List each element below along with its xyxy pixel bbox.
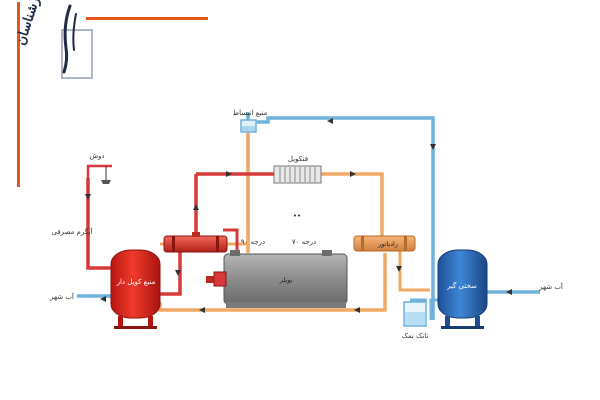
expansion-tank-label: منبع انبساط [233, 109, 268, 117]
main-return-pipe [158, 253, 387, 312]
logo-orange-vertical-bar [17, 2, 20, 187]
salt-tank-label: تانک نمک [402, 332, 429, 340]
burner-icon [213, 271, 227, 287]
fan-coil-fins [279, 167, 316, 182]
boiler-label: بویلر [279, 276, 293, 284]
hot-water-tank-label: منبع کویل دار [116, 278, 156, 286]
logo: کارشناسان [14, 0, 208, 187]
city-water-right-label: آب شهر [538, 282, 564, 291]
small-mark: •• [293, 212, 301, 220]
arrow-icon [396, 266, 402, 272]
arrow-icon [430, 144, 436, 150]
logo-pen-stroke-icon [62, 4, 72, 74]
softener-tank: سختی گیر [437, 249, 488, 329]
flow-arrows [85, 118, 512, 313]
arrow-icon [327, 118, 333, 124]
hot-water-tank: منبع کویل دار [110, 249, 161, 329]
arrow-icon [350, 171, 356, 177]
hot-water-consumer-label: آبگرم مصرفی [51, 227, 93, 236]
logo-pen-nib-icon [72, 13, 77, 51]
fan-coil: فنکویل [273, 155, 322, 184]
radiator: رادیاتور [353, 235, 416, 252]
arrow-icon [85, 194, 91, 200]
fan-coil-label: فنکویل [288, 155, 308, 163]
temp-90-label: ۹۰ درجه [241, 238, 265, 246]
shower-pipe [86, 164, 112, 178]
fancoil-return-pipe [321, 172, 384, 238]
arrow-icon [354, 307, 360, 313]
boiler-supply-pipe [223, 228, 239, 250]
softener-label: سختی گیر [446, 281, 477, 290]
shower-label: دوش [89, 152, 104, 160]
arrow-icon [100, 296, 106, 302]
boiler: بویلر [206, 250, 348, 308]
logo-orange-horizontal-bar [86, 17, 208, 20]
arrow-icon [199, 307, 205, 313]
city-water-left-label: آب شهر [49, 292, 75, 301]
arrow-icon [226, 171, 232, 177]
radiator-label: رادیاتور [377, 240, 398, 248]
expansion-tank: منبع انبساط [233, 109, 268, 133]
logo-frame [61, 29, 93, 79]
shower: دوش [89, 152, 111, 184]
arrow-icon [506, 289, 512, 295]
arrow-icon [175, 270, 181, 276]
arrow-icon [193, 204, 199, 210]
salt-tank: تانک نمک [402, 301, 429, 340]
softener-to-salt-tank-pipe [429, 298, 438, 320]
shower-head-icon [101, 180, 111, 184]
heat-exchanger-hot [163, 232, 228, 253]
temp-70-label: ۷۰ درجه [292, 238, 316, 246]
